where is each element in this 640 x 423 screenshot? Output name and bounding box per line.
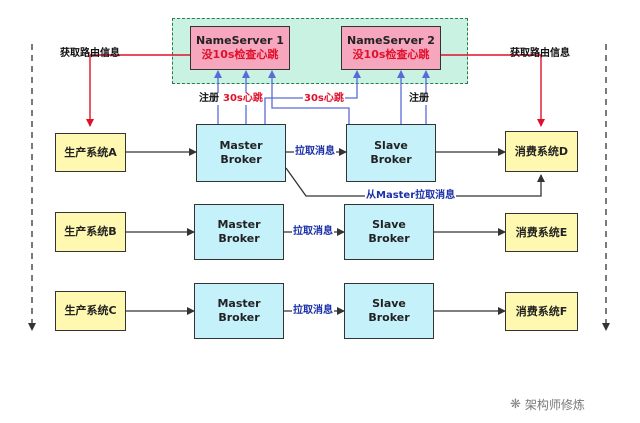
heartbeat-label-mid: 30s心跳 bbox=[303, 93, 345, 105]
nameserver-1-note: 没10s检查心跳 bbox=[201, 48, 279, 61]
master-broker-1: Master Broker bbox=[196, 124, 286, 182]
slave-broker-3: Slave Broker bbox=[344, 283, 434, 339]
register-label-left: 注册 bbox=[198, 93, 220, 105]
producer-b: 生产系统B bbox=[55, 212, 126, 252]
pull-label-3: 拉取消息 bbox=[292, 305, 334, 317]
master-broker-3: Master Broker bbox=[194, 283, 284, 339]
route-label-left: 获取路由信息 bbox=[60, 48, 120, 59]
nameserver-2: NameServer 2 没10s检查心跳 bbox=[341, 26, 441, 70]
route-label-right: 获取路由信息 bbox=[510, 48, 570, 59]
pull-label-2: 拉取消息 bbox=[292, 226, 334, 238]
master-broker-2: Master Broker bbox=[194, 204, 284, 260]
producer-a: 生产系统A bbox=[55, 133, 126, 172]
nameserver-2-note: 没10s检查心跳 bbox=[352, 48, 430, 61]
pull-from-master-label: 从Master拉取消息 bbox=[365, 190, 457, 202]
nameserver-1: NameServer 1 没10s检查心跳 bbox=[190, 26, 290, 70]
consumer-d: 消费系统D bbox=[505, 131, 578, 172]
nameserver-2-title: NameServer 2 bbox=[347, 34, 435, 47]
consumer-e: 消费系统E bbox=[505, 213, 578, 252]
register-label-right: 注册 bbox=[408, 93, 430, 105]
route-arrow-left bbox=[86, 54, 190, 127]
route-arrow-right bbox=[432, 54, 545, 127]
consumer-f: 消费系统F bbox=[505, 292, 578, 331]
producer-c: 生产系统C bbox=[55, 291, 126, 331]
slave-broker-1: Slave Broker bbox=[346, 124, 436, 182]
slave-broker-2: Slave Broker bbox=[344, 204, 434, 260]
pull-label-1: 拉取消息 bbox=[294, 146, 336, 158]
watermark: ❋ 架构师修炼 bbox=[510, 396, 585, 413]
watermark-text: 架构师修炼 bbox=[524, 398, 585, 412]
wechat-icon: ❋ bbox=[510, 397, 521, 412]
heartbeat-slave-ns1 bbox=[268, 70, 350, 124]
nameserver-1-title: NameServer 1 bbox=[196, 34, 284, 47]
heartbeat-label-left: 30s心跳 bbox=[222, 93, 264, 105]
